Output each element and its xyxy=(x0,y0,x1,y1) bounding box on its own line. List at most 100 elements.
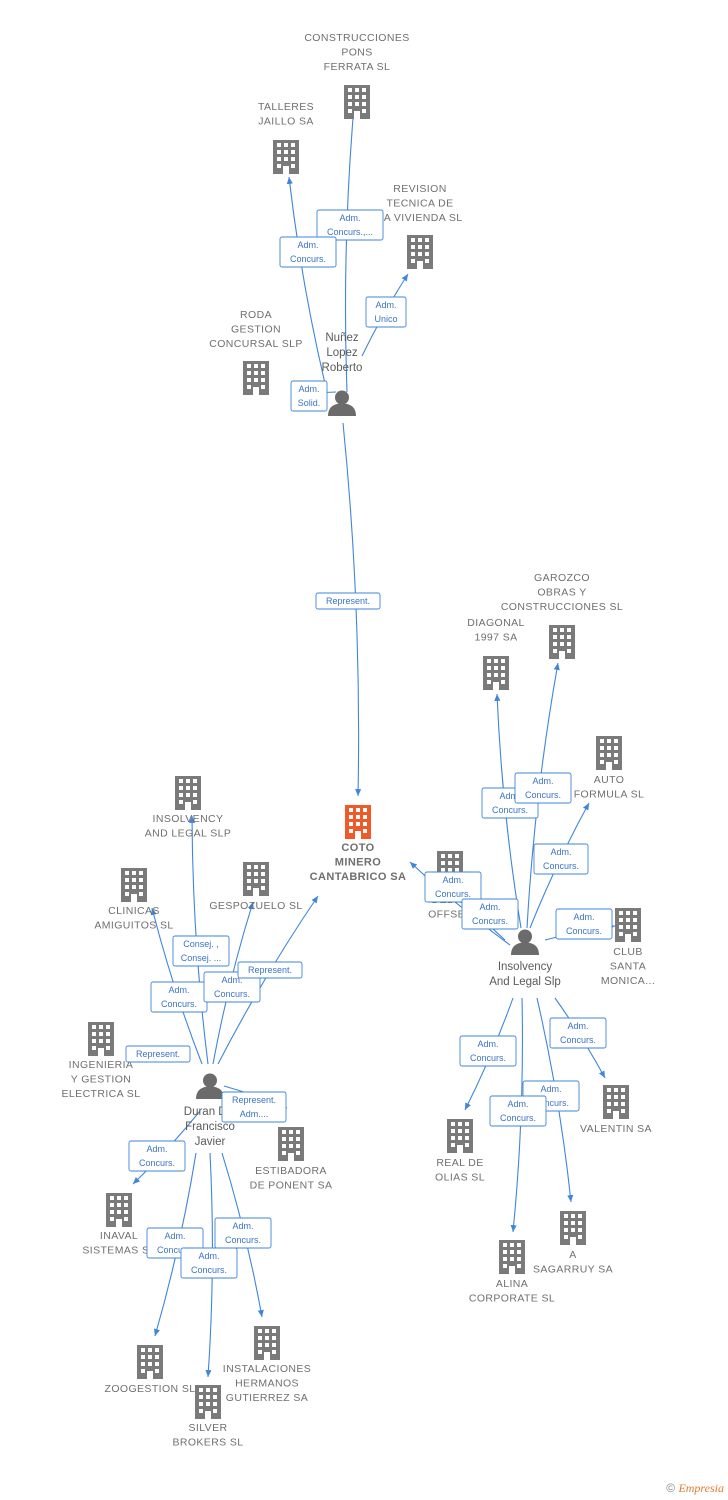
edge-duran-to-center xyxy=(217,895,319,1065)
relation-label-nunez-to-roda-gestion[interactable]: Adm.Solid. xyxy=(290,380,328,412)
building-icon xyxy=(137,1345,163,1379)
relation-text: Concurs. xyxy=(290,254,326,264)
person-icon xyxy=(511,929,539,955)
relation-box[interactable] xyxy=(279,236,337,268)
relation-text: Solid. xyxy=(298,398,321,408)
relation-box[interactable] xyxy=(461,898,519,930)
node-label: GESPOZUELO SL xyxy=(209,900,302,912)
building-icon xyxy=(560,1211,586,1245)
relation-label-nunez-to-talleres-jaillo[interactable]: Adm.Concurs. xyxy=(279,236,337,268)
relation-box[interactable] xyxy=(424,871,482,903)
relation-label-duran-to-center[interactable]: Represent. xyxy=(237,961,303,979)
relation-text: Adm. xyxy=(442,875,463,885)
node-label: GESTION xyxy=(231,324,281,336)
relation-label-insolvency-to-alina[interactable]: Adm.Concurs. xyxy=(489,1095,547,1127)
node-label: GAROZCO xyxy=(534,572,590,584)
building-icon xyxy=(88,1022,114,1056)
relation-box[interactable] xyxy=(180,1247,238,1279)
building-icon xyxy=(615,908,641,942)
node-label: ZOOGESTION SL xyxy=(105,1383,196,1395)
relation-label-duran-to-ingenieria-gestion[interactable]: Represent. xyxy=(125,1045,191,1063)
relation-label-insolvency-to-dedal-offset[interactable]: Adm.Concurs. xyxy=(461,898,519,930)
relation-text: Concurs. xyxy=(500,1113,536,1123)
relation-box[interactable] xyxy=(365,296,407,328)
relation-label-nunez-to-revision-tecnica[interactable]: Adm.Unico xyxy=(365,296,407,328)
node-label: CONSTRUCCIONES xyxy=(304,32,409,44)
relation-box[interactable] xyxy=(214,1217,272,1249)
node-label: Roberto xyxy=(322,362,363,374)
relation-label-duran-to-clinicas-amiguitos[interactable]: Adm.Concurs. xyxy=(150,981,208,1013)
relation-label-duran-to-gespozuelo[interactable]: Adm.Concurs. xyxy=(203,971,261,1003)
relation-box[interactable] xyxy=(237,961,303,979)
relation-label-duran-to-silver-brokers[interactable]: Adm.Concurs. xyxy=(180,1247,238,1279)
node-label: INAVAL xyxy=(100,1230,138,1242)
relation-box[interactable] xyxy=(555,908,613,940)
relation-label-nunez-to-construcciones-pons[interactable]: Adm.Concurs.,... xyxy=(316,209,384,241)
relation-text: Adm.... xyxy=(240,1109,269,1119)
relation-box[interactable] xyxy=(315,592,381,610)
node-label: Y GESTION xyxy=(71,1074,132,1086)
node-label: And Legal Slp xyxy=(489,976,561,988)
node-gespozuelo[interactable]: GESPOZUELO SL xyxy=(209,862,302,912)
relation-box[interactable] xyxy=(549,1017,607,1049)
building-icon xyxy=(596,736,622,770)
relation-label-insolvency-to-valentin[interactable]: Adm.Concurs. xyxy=(549,1017,607,1049)
node-valentin[interactable]: VALENTIN SA xyxy=(580,1085,652,1135)
node-label: OBRAS Y xyxy=(537,587,586,599)
relation-text: Unico xyxy=(374,314,397,324)
relation-label-nunez-to-center[interactable]: Represent. xyxy=(315,592,381,610)
relation-label-insolvency-to-auto-formula[interactable]: Adm.Concurs. xyxy=(533,843,589,875)
relation-box[interactable] xyxy=(125,1045,191,1063)
relation-label-insolvency-to-center[interactable]: Adm.Concurs. xyxy=(424,871,482,903)
node-label: Javier xyxy=(195,1136,226,1148)
node-label: MINERO xyxy=(335,857,381,869)
relation-box[interactable] xyxy=(290,380,328,412)
relation-text: Adm. xyxy=(164,1231,185,1241)
relation-label-duran-to-instalaciones-hermanos[interactable]: Adm.Concurs. xyxy=(214,1217,272,1249)
relation-label-insolvency-to-garozco[interactable]: Adm.Concurs. xyxy=(514,772,572,804)
relation-label-duran-to-inaval[interactable]: Adm.Concurs. xyxy=(128,1140,186,1172)
relation-box[interactable] xyxy=(514,772,572,804)
node-club-santa-monica[interactable]: CLUBSANTAMONICA... xyxy=(601,908,655,987)
relation-box[interactable] xyxy=(459,1035,517,1067)
relation-box[interactable] xyxy=(203,971,261,1003)
relation-box[interactable] xyxy=(489,1095,547,1127)
relation-text: Concurs. xyxy=(472,916,508,926)
node-zoogestion[interactable]: ZOOGESTION SL xyxy=(105,1345,196,1395)
node-label: ELECTRICA SL xyxy=(62,1088,141,1100)
relation-label-duran-to-estibadora[interactable]: Represent.Adm.... xyxy=(221,1091,287,1123)
relation-label-duran-to-insolvency-legal-slp[interactable]: Consej. ,Consej. ... xyxy=(172,935,230,967)
relation-box[interactable] xyxy=(221,1091,287,1123)
relation-label-insolvency-to-club-santa-monica[interactable]: Adm.Concurs. xyxy=(555,908,613,940)
relation-box[interactable] xyxy=(533,843,589,875)
node-label: Nuñez xyxy=(325,332,358,344)
relation-box[interactable] xyxy=(128,1140,186,1172)
relation-box[interactable] xyxy=(172,935,230,967)
relation-box[interactable] xyxy=(316,209,384,241)
relation-text: Adm. xyxy=(232,1221,253,1231)
brand-logo[interactable]: Empresia xyxy=(678,1481,724,1495)
node-label: CONCURSAL SLP xyxy=(209,338,303,350)
relation-text: Concurs. xyxy=(525,790,561,800)
relation-label-insolvency-to-real-de-olias[interactable]: Adm.Concurs. xyxy=(459,1035,517,1067)
